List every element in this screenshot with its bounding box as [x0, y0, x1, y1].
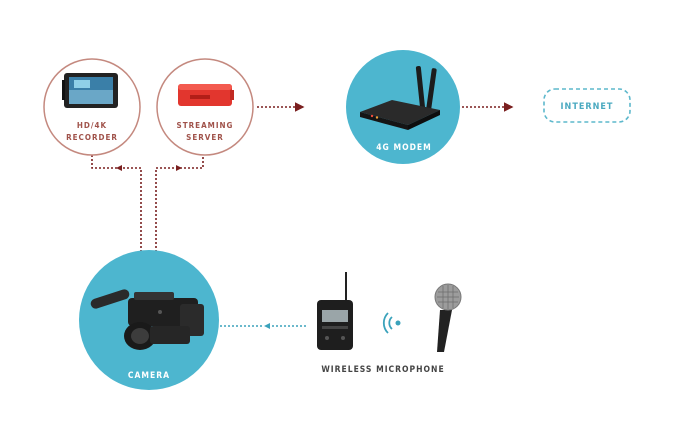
connector-camera-to-recorder: [91, 148, 142, 252]
wireless-mic-label: WIRELESS MICROPHONE: [321, 365, 444, 375]
arrow-into-recorder: [116, 165, 122, 171]
connectors: [91, 102, 514, 329]
server-box-icon: [178, 84, 234, 106]
camcorder-icon: [90, 289, 204, 350]
node-internet: INTERNET: [543, 88, 631, 123]
node-4g-modem: 4G MODEM: [346, 50, 460, 164]
server-circle: [156, 58, 254, 156]
wireless-signal-icon: [382, 312, 401, 334]
modem-label: 4G MODEM: [376, 143, 432, 153]
node-camera: CAMERA: [79, 250, 219, 390]
handheld-microphone-icon: [434, 283, 462, 352]
recorder-label-line1: HD/4K: [77, 121, 107, 130]
connector-camera-to-server: [155, 148, 204, 252]
camera-label: CAMERA: [128, 371, 170, 381]
bodypack-receiver-icon: [317, 272, 353, 350]
internet-label: INTERNET: [561, 102, 614, 112]
arrow-into-server: [176, 165, 182, 171]
monitor-icon: [62, 73, 118, 108]
internet-box: [543, 88, 631, 123]
node-streaming-server: STREAMING SERVER: [156, 58, 254, 156]
recorder-label-line2: RECORDER: [66, 133, 118, 142]
server-label-line1: STREAMING: [177, 121, 234, 130]
arrow-into-camera: [264, 323, 270, 329]
server-label-line2: SERVER: [186, 133, 224, 142]
router-icon: [360, 66, 440, 130]
node-wireless-microphone: WIRELESS MICROPHONE: [317, 272, 462, 375]
node-recorder: HD/4K RECORDER: [43, 58, 141, 156]
